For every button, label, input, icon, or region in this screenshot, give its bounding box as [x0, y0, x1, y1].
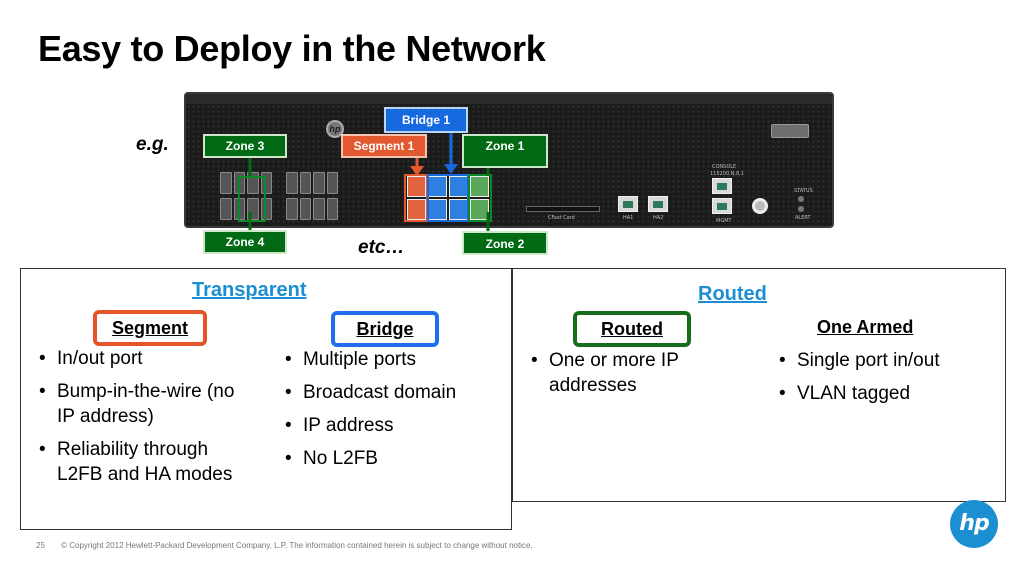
zone-2-callout: Zone 2 [462, 231, 548, 255]
sfp-port [313, 198, 325, 220]
mgmt-port [712, 198, 732, 214]
list-item: Broadcast domain [281, 380, 511, 405]
console-speed-label: 115200,N,8,1 [710, 171, 744, 177]
copper-port [407, 176, 426, 197]
copper-port [470, 199, 489, 220]
zone-1-callout: Zone 1 [462, 134, 548, 168]
copper-port [470, 176, 489, 197]
cfast-label: CFast Card [548, 215, 575, 221]
sfp-port [313, 172, 325, 194]
list-item: One or more IP addresses [527, 348, 747, 398]
bridge-arrow-icon [444, 164, 458, 174]
cfast-slot [526, 206, 600, 212]
bridge-1-callout: Bridge 1 [384, 107, 468, 133]
status-led-icon [798, 196, 804, 202]
sfp-port [299, 172, 311, 194]
sfp-port [260, 198, 272, 220]
ha2-label: HA2 [653, 215, 664, 221]
sfp-port [299, 198, 311, 220]
copper-port [407, 199, 426, 220]
eg-label: e.g. [136, 134, 169, 155]
page-number: 25 [36, 541, 45, 550]
bridge-title: Bridge [331, 311, 439, 347]
sfp-port [247, 172, 259, 194]
zone-4-callout: Zone 4 [203, 230, 287, 254]
sfp-port [326, 172, 338, 194]
routed-heading: Routed [698, 283, 767, 305]
page-title: Easy to Deploy in the Network [38, 28, 546, 69]
sfp-port [286, 172, 298, 194]
zone-3-callout: Zone 3 [203, 134, 287, 158]
device-top-edge [186, 94, 832, 104]
sfp-port [247, 198, 259, 220]
etc-label: etc… [358, 237, 405, 258]
list-item: IP address [281, 413, 511, 438]
list-item: No L2FB [281, 446, 511, 471]
footer: 25 © Copyright 2012 Hewlett-Packard Deve… [36, 541, 533, 550]
list-item: In/out port [35, 346, 255, 371]
list-item: Single port in/out [775, 348, 1005, 373]
alert-label: ALERT [795, 215, 811, 221]
copper-port-group [407, 176, 489, 220]
alert-led-icon [798, 206, 804, 212]
sfp-port [220, 198, 232, 220]
sfp-port [220, 172, 232, 194]
list-item: VLAN tagged [775, 381, 1005, 406]
routed-title: Routed [573, 311, 691, 347]
routed-bullet-list: One or more IP addresses [527, 348, 747, 406]
one-armed-title: One Armed [817, 317, 914, 337]
ha1-label: HA1 [623, 215, 634, 221]
sfp-port [326, 198, 338, 220]
sfp-port-group-2 [286, 172, 338, 220]
sfp-port [260, 172, 272, 194]
one-armed-bullet-list: Single port in/out VLAN tagged [775, 348, 1005, 414]
network-appliance: hp CFast Card HA1 HA2 CONSOLE 115200,N,8… [184, 92, 834, 228]
list-item: Multiple ports [281, 347, 511, 372]
pull-tab [771, 124, 809, 138]
hp-logo-icon: hp [950, 500, 998, 548]
list-item: Reliability through L2FB and HA modes [35, 437, 255, 487]
segment-1-callout: Segment 1 [341, 134, 427, 158]
zone-1-2-port-highlight [468, 174, 492, 222]
power-button-icon [752, 198, 768, 214]
bridge-bullet-list: Multiple ports Broadcast domain IP addre… [281, 347, 511, 479]
transparent-heading: Transparent [192, 279, 307, 301]
segment-bullet-list: In/out port Bump-in-the-wire (no IP addr… [35, 346, 255, 495]
copyright-notice: © Copyright 2012 Hewlett-Packard Develop… [61, 541, 533, 550]
routed-panel: Routed Routed One or more IP addresses O… [512, 268, 1006, 502]
mgmt-label: MGMT [716, 218, 732, 224]
zone-3-4-port-highlight [238, 176, 266, 222]
transparent-panel: Transparent Segment In/out port Bump-in-… [20, 268, 512, 530]
ha2-port [648, 196, 668, 212]
console-label: CONSOLE [712, 164, 737, 170]
ha1-port [618, 196, 638, 212]
segment-title: Segment [93, 310, 207, 346]
hp-badge-icon: hp [326, 120, 344, 138]
status-label: STATUS [794, 188, 813, 194]
segment-arrow-icon [410, 166, 424, 176]
list-item: Bump-in-the-wire (no IP address) [35, 379, 255, 429]
console-port [712, 178, 732, 194]
sfp-port [286, 198, 298, 220]
